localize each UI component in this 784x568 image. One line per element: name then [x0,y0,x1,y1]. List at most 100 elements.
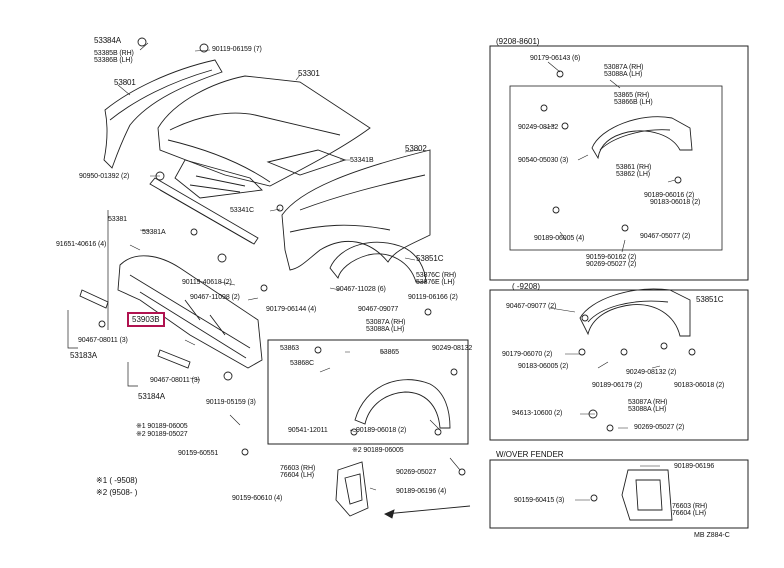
cowl-bar [149,177,259,245]
box-9208-8601 [489,45,749,281]
part-label: 90467-09077 [358,306,399,313]
part-label: 90189-06179 (2) [592,382,643,389]
box-flare-detail [267,339,469,445]
part-label: 53861 (RH) [616,164,652,171]
footnote-2: ※2 (9508- ) [96,488,138,497]
part-label: 90189-06016 (2) [644,192,695,199]
catalog-code: MB Z884-C [694,532,730,539]
part-label: 90467-08011 (3) [78,337,128,344]
hood-insulator [174,159,263,199]
part-label: 90467-09077 (2) [506,303,557,310]
part-label: 90179-06070 (2) [502,351,553,358]
box-over-fender [489,459,749,529]
mud-guard [335,461,369,517]
part-label: 90269-05027 (2) [634,424,685,431]
part-label: 53865 (RH) [614,92,650,99]
part-label: ※1 90189-06005 [136,423,188,430]
part-label: 53385B (RH) [94,50,134,57]
seal-53341b [266,149,347,176]
part-label: 53876E (LH) [416,279,455,286]
part-label: 90159-60610 (4) [232,495,283,502]
part-label: 53384A [94,36,121,45]
part-label: 53088A (LH) [366,326,405,333]
part-label: 90189-06196 (4) [396,488,447,495]
part-label: 90249-08132 [432,345,473,352]
section-title-before-9208: ( -9208) [512,282,541,291]
part-label: 90467-11028 (6) [336,286,386,293]
part-label: 90179-06144 (4) [266,306,317,313]
part-label: 53876C (RH) [416,272,457,279]
part-label: 90467-05077 (2) [640,233,691,240]
part-label: 90269-05027 [396,469,437,476]
part-label: 53088A (LH) [604,71,643,78]
part-label: 90183-06005 (2) [518,363,569,370]
part-label: 90189-06196 [674,463,715,470]
part-label: 53862 (LH) [616,171,651,178]
section-title-over-fender: W/OVER FENDER [496,450,564,459]
part-label: 90249-08132 [518,124,559,131]
part-label: 53801 [114,78,136,87]
footnote-1: ※1 ( -9508) [96,476,138,485]
fender-flare-lh [579,288,691,337]
part-label: 53087A (RH) [628,399,668,406]
part-label: 90159-60551 [178,450,219,457]
part-label: 90950-01392 (2) [79,173,130,180]
part-label: 90249-08132 (2) [626,369,677,376]
part-label: 90541-12011 [288,427,328,434]
bracket-53183a [79,289,109,309]
part-label: 53301 [298,69,320,78]
part-label: 91651-40616 (4) [56,241,107,248]
fender-flare-front [354,379,451,429]
part-label: 53802 [405,144,427,153]
mud-guard-overfender [621,469,673,521]
box-before-9208 [489,289,749,441]
part-label: 90467-11098 (2) [190,294,240,301]
part-label: 90269-05027 (2) [586,261,637,268]
hood-panel [157,75,371,187]
part-label: 53341B [350,157,374,164]
part-label: 53341C [230,207,254,214]
fender-flare-rh [591,116,693,160]
part-label: 53087A (RH) [604,64,644,71]
part-label: 53863 [280,345,299,352]
part-label: 76603 (RH) [280,465,316,472]
part-label: 53183A [70,351,97,360]
part-label: 90159-60162 (2) [586,254,637,261]
part-label: 53087A (RH) [366,319,406,326]
part-label: 53851C [696,295,724,304]
fender-liner [329,241,427,283]
part-label: ※2 90189-05027 [136,431,188,438]
part-label: 90183-06018 (2) [650,199,701,206]
highlighted-part-label[interactable]: 53903B [127,312,165,327]
part-label: 76604 (LH) [672,510,707,517]
section-title-9208-8601: (9208-8601) [496,37,540,46]
part-label: 90189-06005 (4) [534,235,585,242]
part-label: 53866B (LH) [614,99,653,106]
part-label: 53381A [142,229,166,236]
part-label: 53184A [138,392,165,401]
part-label: 90540-05030 (3) [518,157,569,164]
part-label: 53851C [416,254,444,263]
part-label: 90189-06018 (2) [356,427,407,434]
part-label: 53088A (LH) [628,406,667,413]
radiator-support [117,255,263,369]
front-fender [281,149,431,271]
flow-arrow [384,505,471,515]
left-panel [103,59,223,169]
part-label: ※2 90189-06005 [352,447,404,454]
part-label: 94613-10600 (2) [512,410,563,417]
part-label: 53381 [108,216,127,223]
part-label: 53865 [380,349,399,356]
bracket-53184a [157,349,191,369]
part-label: 90119-40618 (2) [182,279,232,286]
part-label: 90119-06166 (2) [408,294,458,301]
part-label: 90183-06018 (2) [674,382,725,389]
part-label: 90119-06159 (7) [212,46,262,53]
part-label: 90119-05159 (3) [206,399,256,406]
part-label: 53868C [290,360,314,367]
part-label: 90159-60415 (3) [514,497,565,504]
part-label: 90179-06143 (6) [530,55,581,62]
part-label: 53386B (LH) [94,57,133,64]
part-label: 76604 (LH) [280,472,315,479]
part-label: 76603 (RH) [672,503,708,510]
